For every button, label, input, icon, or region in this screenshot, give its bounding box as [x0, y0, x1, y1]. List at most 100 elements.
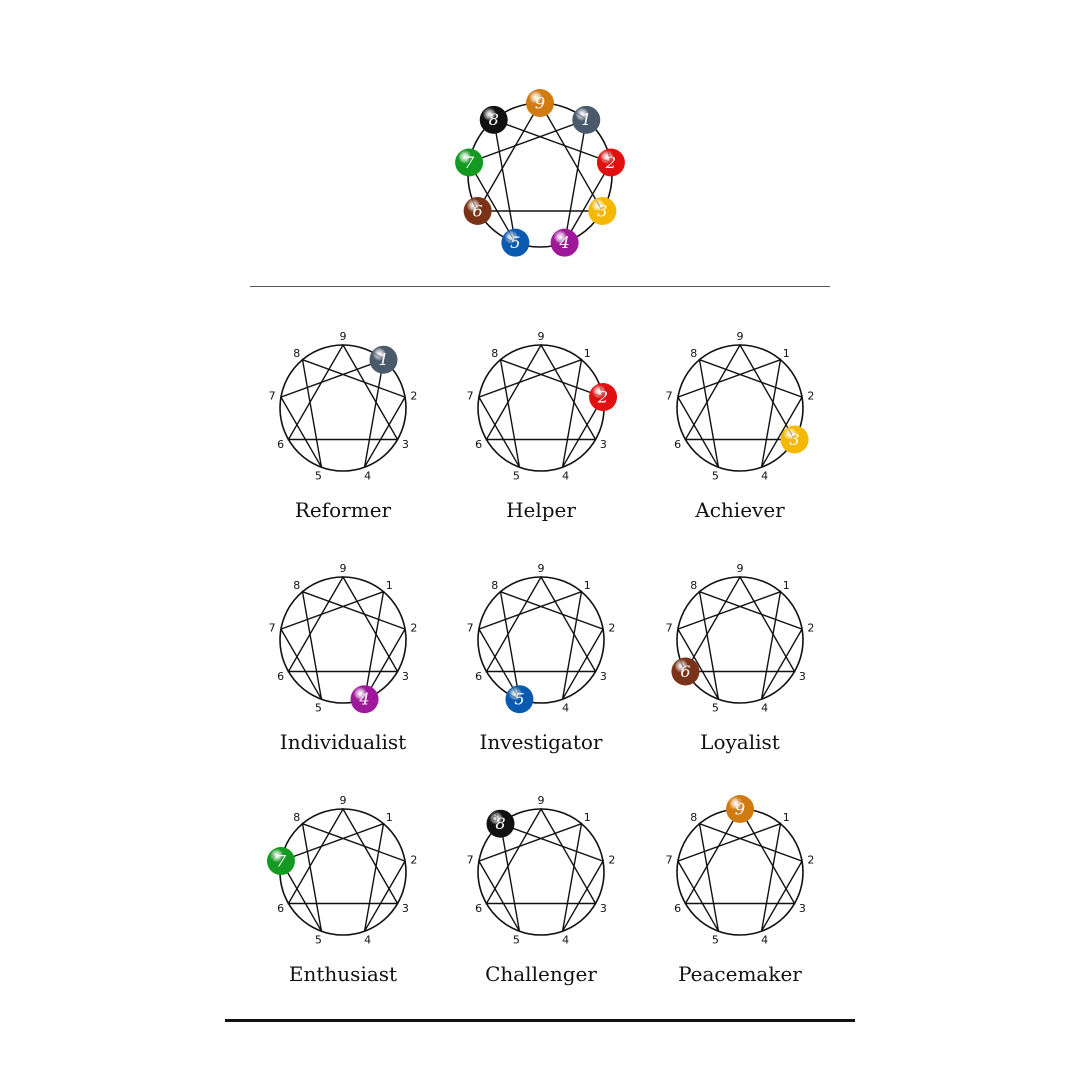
- point-label: 5: [712, 470, 719, 483]
- type-4-ball: 4: [550, 228, 579, 257]
- point-label: 4: [761, 934, 768, 947]
- enneagram-triangle: [287, 575, 399, 673]
- point-label: 3: [402, 902, 409, 915]
- type-8-ball: 8: [486, 809, 515, 838]
- enneagram-investigator: 9123456785: [467, 562, 616, 715]
- type-1-ball: 1: [572, 105, 601, 134]
- type-9-ball: 9: [526, 89, 554, 117]
- point-label: 7: [666, 621, 673, 634]
- point-label: 8: [293, 347, 300, 360]
- ball-number: 8: [495, 814, 505, 833]
- point-label: 7: [666, 389, 673, 402]
- point-label: 8: [690, 579, 697, 592]
- enneagram-triangle: [476, 101, 604, 212]
- point-label: 7: [467, 621, 474, 634]
- ball-number: 2: [597, 387, 608, 406]
- point-label: 9: [340, 330, 347, 343]
- type-label-helper: Helper: [506, 498, 576, 522]
- enneagram-triangle: [684, 807, 796, 905]
- enneagram-circle: [477, 344, 605, 472]
- ball-number: 4: [559, 233, 570, 252]
- point-label: 1: [783, 579, 790, 592]
- ball-number: 3: [789, 430, 799, 449]
- point-label: 8: [690, 811, 697, 824]
- enneagram-triangle: [684, 575, 796, 673]
- point-label: 1: [386, 579, 393, 592]
- ball-number: 3: [597, 201, 607, 220]
- enneagram-circle: [477, 576, 605, 704]
- point-label: 5: [315, 702, 322, 715]
- point-label: 6: [277, 670, 284, 683]
- point-label: 4: [761, 702, 768, 715]
- enneagram-hexad: [468, 118, 612, 244]
- enneagram-loyalist: 9123456786: [666, 562, 815, 715]
- point-label: 9: [340, 562, 347, 575]
- enneagram-hexad: [477, 358, 605, 468]
- type-4-ball: 4: [350, 685, 379, 714]
- enneagram-achiever: 9123456783: [666, 330, 815, 483]
- point-label: 8: [293, 811, 300, 824]
- ball-number: 9: [735, 799, 745, 818]
- point-label: 6: [277, 438, 284, 451]
- point-label: 5: [712, 934, 719, 947]
- ball-number: 5: [514, 690, 524, 709]
- point-label: 8: [293, 579, 300, 592]
- point-label: 1: [783, 347, 790, 360]
- point-label: 2: [807, 389, 814, 402]
- point-label: 7: [666, 853, 673, 866]
- type-label-reformer: Reformer: [294, 498, 392, 522]
- point-label: 4: [364, 470, 371, 483]
- type-9-ball: 9: [726, 795, 754, 823]
- point-label: 1: [584, 347, 591, 360]
- type-1-ball: 1: [369, 345, 398, 374]
- ball-number: 2: [605, 153, 616, 172]
- point-label: 3: [402, 438, 409, 451]
- enneagram-hexad: [279, 822, 407, 932]
- type-6-ball: 6: [671, 657, 700, 686]
- point-label: 5: [513, 470, 520, 483]
- point-label: 7: [467, 853, 474, 866]
- enneagram-triangle: [485, 575, 597, 673]
- point-label: 1: [386, 811, 393, 824]
- enneagram-circle: [279, 808, 407, 936]
- point-label: 6: [475, 670, 482, 683]
- point-label: 3: [600, 902, 607, 915]
- type-label-individualist: Individualist: [279, 730, 407, 754]
- ball-number: 1: [378, 350, 388, 369]
- point-label: 2: [410, 621, 417, 634]
- enneagram-challenger: 9123456788: [467, 794, 616, 947]
- ball-number: 6: [473, 201, 483, 220]
- point-label: 6: [674, 902, 681, 915]
- point-label: 4: [761, 470, 768, 483]
- type-label-peacemaker: Peacemaker: [678, 962, 802, 986]
- type-6-ball: 6: [463, 197, 492, 225]
- type-3-ball: 3: [780, 425, 809, 454]
- type-label-investigator: Investigator: [479, 730, 603, 754]
- point-label: 6: [475, 902, 482, 915]
- point-label: 8: [491, 579, 498, 592]
- point-label: 2: [410, 389, 417, 402]
- point-label: 5: [315, 934, 322, 947]
- enneagram-circle: [676, 344, 804, 472]
- point-label: 4: [562, 702, 569, 715]
- point-label: 8: [491, 347, 498, 360]
- point-label: 3: [799, 670, 806, 683]
- ball-number: 6: [680, 662, 690, 681]
- point-label: 3: [799, 902, 806, 915]
- type-5-ball: 5: [505, 685, 534, 714]
- point-label: 2: [608, 853, 615, 866]
- type-2-ball: 2: [589, 383, 618, 412]
- point-label: 3: [600, 438, 607, 451]
- type-7-ball: 7: [455, 148, 484, 177]
- point-label: 7: [269, 621, 276, 634]
- ball-number: 1: [581, 110, 591, 129]
- enneagram-hexad: [477, 590, 605, 700]
- ball-number: 8: [489, 110, 499, 129]
- ball-number: 7: [464, 153, 475, 172]
- enneagram-hexad: [279, 358, 407, 468]
- type-3-ball: 3: [588, 197, 617, 225]
- point-label: 9: [538, 562, 545, 575]
- enneagram-hexad: [279, 590, 407, 700]
